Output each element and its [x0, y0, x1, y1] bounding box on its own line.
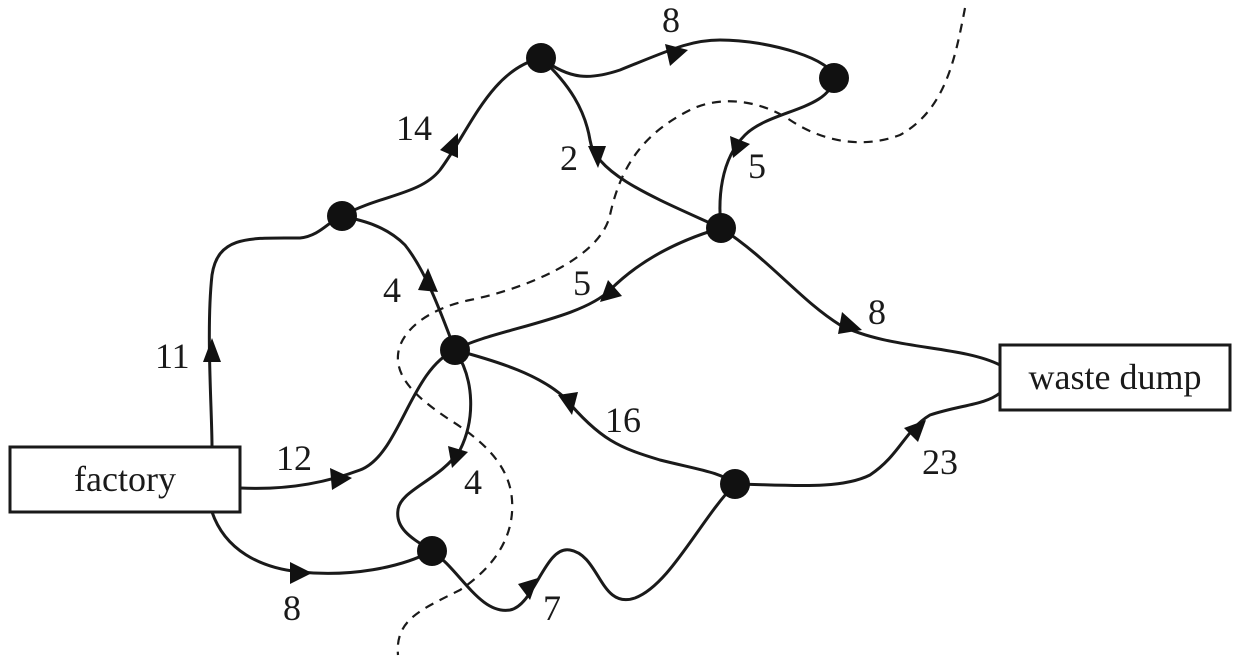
edge-a-b: [341, 56, 542, 218]
arrow-icon: [418, 268, 438, 292]
capacity-factory-e: 12: [276, 438, 312, 478]
edge-e-a: [341, 214, 457, 351]
edge-f-waste: [734, 391, 1001, 488]
arrow-icon: [290, 562, 312, 584]
arrow-icon: [518, 578, 538, 600]
capacity-c-d: 5: [748, 146, 766, 186]
edge-factory-a: [207, 214, 343, 448]
edge-b-c: [540, 38, 836, 79]
node-c: [819, 63, 849, 93]
factory-box: [8, 445, 242, 514]
capacity-g-f: 7: [543, 588, 561, 628]
capacity-b-d: 2: [560, 138, 578, 178]
capacity-factory-a: 11: [155, 336, 190, 376]
arrow-icon: [330, 468, 352, 490]
capacity-d-waste: 8: [868, 292, 886, 332]
arrow-icon: [730, 136, 750, 158]
edge-g-f: [431, 482, 737, 612]
arrow-icon: [600, 280, 622, 302]
edge-c-d: [718, 77, 836, 229]
capacity-b-c: 8: [662, 0, 680, 40]
factory-label: factory: [74, 459, 176, 499]
capacity-factory-g: 8: [283, 588, 301, 628]
arrow-icon: [558, 392, 578, 415]
arrow-icon: [448, 446, 468, 468]
node-d: [706, 213, 736, 243]
edge-d-waste: [720, 226, 1001, 367]
node-a: [327, 201, 357, 231]
arrow-icon: [203, 338, 221, 362]
edge-e-f: [454, 348, 736, 486]
edge-factory-e: [239, 348, 456, 490]
arrow-icon: [588, 146, 606, 168]
arrow-icon: [838, 312, 862, 334]
waste-dump-box: [998, 343, 1232, 412]
capacity-e-g: 4: [464, 462, 482, 502]
capacity-e-f: 16: [605, 400, 641, 440]
arrow-icon: [904, 420, 926, 442]
node-b: [526, 43, 556, 73]
capacity-f-waste: 23: [922, 442, 958, 482]
node-f: [720, 469, 750, 499]
waste-dump-label: waste dump: [1029, 357, 1202, 397]
edge-e-g: [396, 349, 473, 553]
capacity-a-b: 14: [396, 108, 432, 148]
capacity-d-e: 5: [573, 263, 591, 303]
arrow-icon: [440, 133, 458, 158]
node-e: [440, 335, 470, 365]
arrow-icon: [665, 44, 688, 66]
node-g: [417, 536, 447, 566]
capacity-e-a: 4: [383, 270, 401, 310]
cut-line: [396, 7, 967, 656]
